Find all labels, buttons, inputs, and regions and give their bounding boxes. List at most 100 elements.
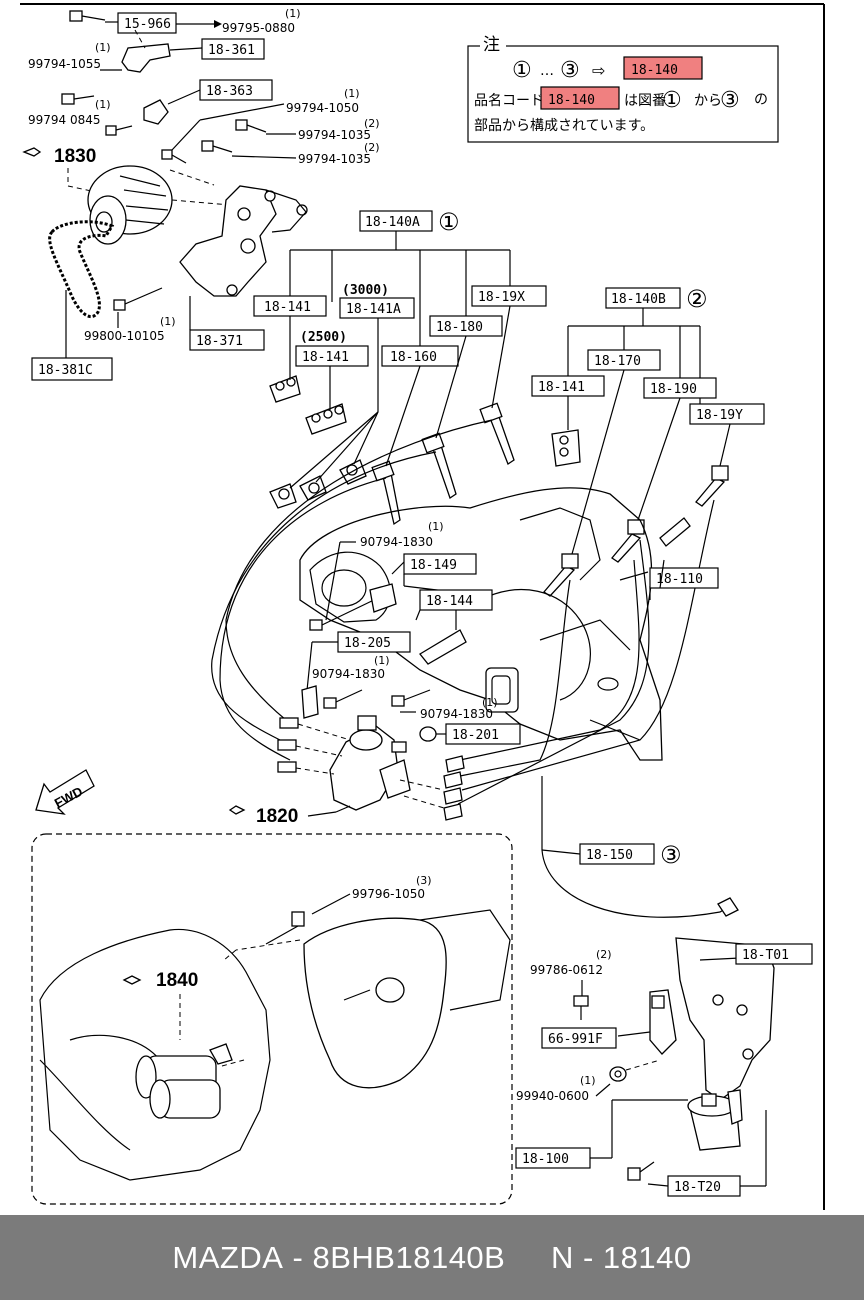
label-1819Y: 18-19Y [696, 408, 743, 423]
variant-3000: (3000) [342, 283, 389, 298]
label-18361: 18-361 [208, 43, 255, 58]
label-18190: 18-190 [650, 382, 697, 397]
note-line2-from: から [694, 93, 722, 109]
pn-99794-0845: 99794 0845 [28, 113, 101, 127]
bolt-icon [69, 10, 106, 22]
note-arrow: ⇨ [592, 61, 605, 80]
label-box-1819Y [689, 403, 765, 425]
footer-gap [505, 1240, 551, 1276]
label-18205: 18-205 [344, 636, 391, 651]
footer-brand: MAZDA [172, 1239, 284, 1275]
label-box-18371 [189, 329, 265, 351]
qty-2a: (2) [364, 117, 380, 130]
note-line3: 部品から構成されています。 [474, 118, 654, 134]
distributor-group: (1) 90794-1830 18-149 18-144 18-205 (1) … [35, 520, 739, 918]
label-box-18T01 [735, 943, 813, 965]
label-18141-c: 18-141 [538, 380, 585, 395]
starter-group: (3) 99796-1050 1840 [31, 833, 513, 1205]
spark-plug-boot-icon [421, 432, 457, 500]
note-line2-code: 18-140 [548, 93, 595, 108]
wire-clip-icon [269, 483, 297, 509]
pn-99786-0612: 99786-0612 [530, 963, 603, 977]
note-line2-circle-1: ① [662, 88, 682, 113]
wire-clip-icon [339, 459, 367, 485]
footer-caption: MAZDA - 8BHB18140B N - 18140 [0, 1215, 864, 1300]
qty-1c: (1) [95, 98, 111, 111]
pn-99794-1050: 99794-1050 [286, 101, 359, 115]
note-code-highlight: 18-140 [631, 63, 678, 78]
wire-clip-icon [551, 429, 581, 467]
starter-motor-icon [135, 1043, 245, 1119]
spark-plug-boot-icon [543, 553, 579, 597]
bolt-icon [161, 149, 187, 164]
label-18141-a: 18-141 [264, 300, 311, 315]
pointing-hand-icon [228, 805, 246, 815]
qty-1h: (1) [482, 696, 498, 709]
label-18141A: 18-141A [346, 302, 401, 317]
bolt-icon [113, 287, 163, 311]
bracket-18149-icon [369, 583, 397, 613]
pn-90794-1830-a: 90794-1830 [360, 535, 433, 549]
note-circle-3: ③ [560, 58, 580, 83]
variant-2500: (2500) [300, 330, 347, 345]
circle-3: ③ [660, 841, 682, 869]
lead-terminal-icon [443, 755, 465, 821]
label-18160: 18-160 [390, 350, 437, 365]
footer-separator: - [283, 1239, 313, 1275]
spark-plug-boot-icon [479, 402, 515, 465]
label-18201: 18-201 [452, 728, 499, 743]
spark-plug-icon [659, 517, 691, 547]
bolt-icon [573, 995, 589, 1020]
note-code-highlight-box [623, 56, 703, 80]
label-18110: 18-110 [656, 572, 703, 587]
note-line2-no: の [754, 92, 768, 108]
label-box-1819X [471, 285, 547, 307]
note-line2-mid: は図番 [624, 93, 666, 109]
label-box-18363 [199, 79, 273, 101]
label-box-18110 [649, 567, 719, 589]
note-line2-circle-3: ③ [720, 88, 740, 113]
circle-1: ① [438, 208, 460, 236]
label-box-18141-b [295, 345, 369, 367]
ref-1830: 1830 [54, 146, 96, 167]
qty-1g: (1) [374, 654, 390, 667]
bolt-icon [235, 119, 267, 133]
wire-clip-icon [269, 375, 301, 403]
label-18T01: 18-T01 [742, 948, 789, 963]
drive-belt-icon [48, 220, 115, 318]
note-title: 注 [483, 35, 500, 55]
label-box-18150 [579, 843, 655, 865]
ignition-coil-icon [687, 1089, 743, 1151]
label-18363: 18-363 [206, 84, 253, 99]
label-box-66991F [541, 1027, 617, 1049]
ignition-set-a: 18-140A ① 18-141 (3000) 18-141A 18-19X 1… [253, 208, 547, 526]
qty-1e: (1) [160, 315, 176, 328]
label-box-18201 [445, 723, 521, 745]
bolt-icon [105, 125, 133, 136]
engine-block-icon [299, 487, 663, 761]
ref-1820: 1820 [256, 806, 298, 827]
ignition-set-b: 18-140B ② 18-170 18-141 18-190 18-19Y [531, 285, 765, 597]
wire-clip-icon [299, 475, 327, 501]
label-15966: 15-966 [124, 17, 171, 32]
label-box-18381C [31, 357, 113, 381]
bolt-icon [627, 1161, 655, 1181]
note-line2-code-box [540, 86, 620, 110]
label-box-18361 [201, 38, 265, 60]
o-ring-icon [419, 726, 437, 742]
label-18180: 18-180 [436, 320, 483, 335]
bracket-18363-icon [143, 99, 169, 125]
pn-99796-1050: 99796-1050 [352, 887, 425, 901]
label-box-15966 [117, 12, 177, 34]
pn-99794-1035-a: 99794-1035 [298, 128, 371, 142]
coil-lead-terminal-icon [717, 897, 739, 917]
alternator-bracket-icon [179, 185, 277, 297]
qty-1b: (1) [95, 41, 111, 54]
label-18140A: 18-140A [365, 215, 420, 230]
spark-plug-boot-icon [371, 460, 401, 526]
qty-2c: (2) [596, 948, 612, 961]
bolt-icon [391, 689, 431, 707]
bracket-18361-icon [121, 43, 171, 73]
qty-1d: (1) [344, 87, 360, 100]
distributor-icon [329, 715, 411, 811]
